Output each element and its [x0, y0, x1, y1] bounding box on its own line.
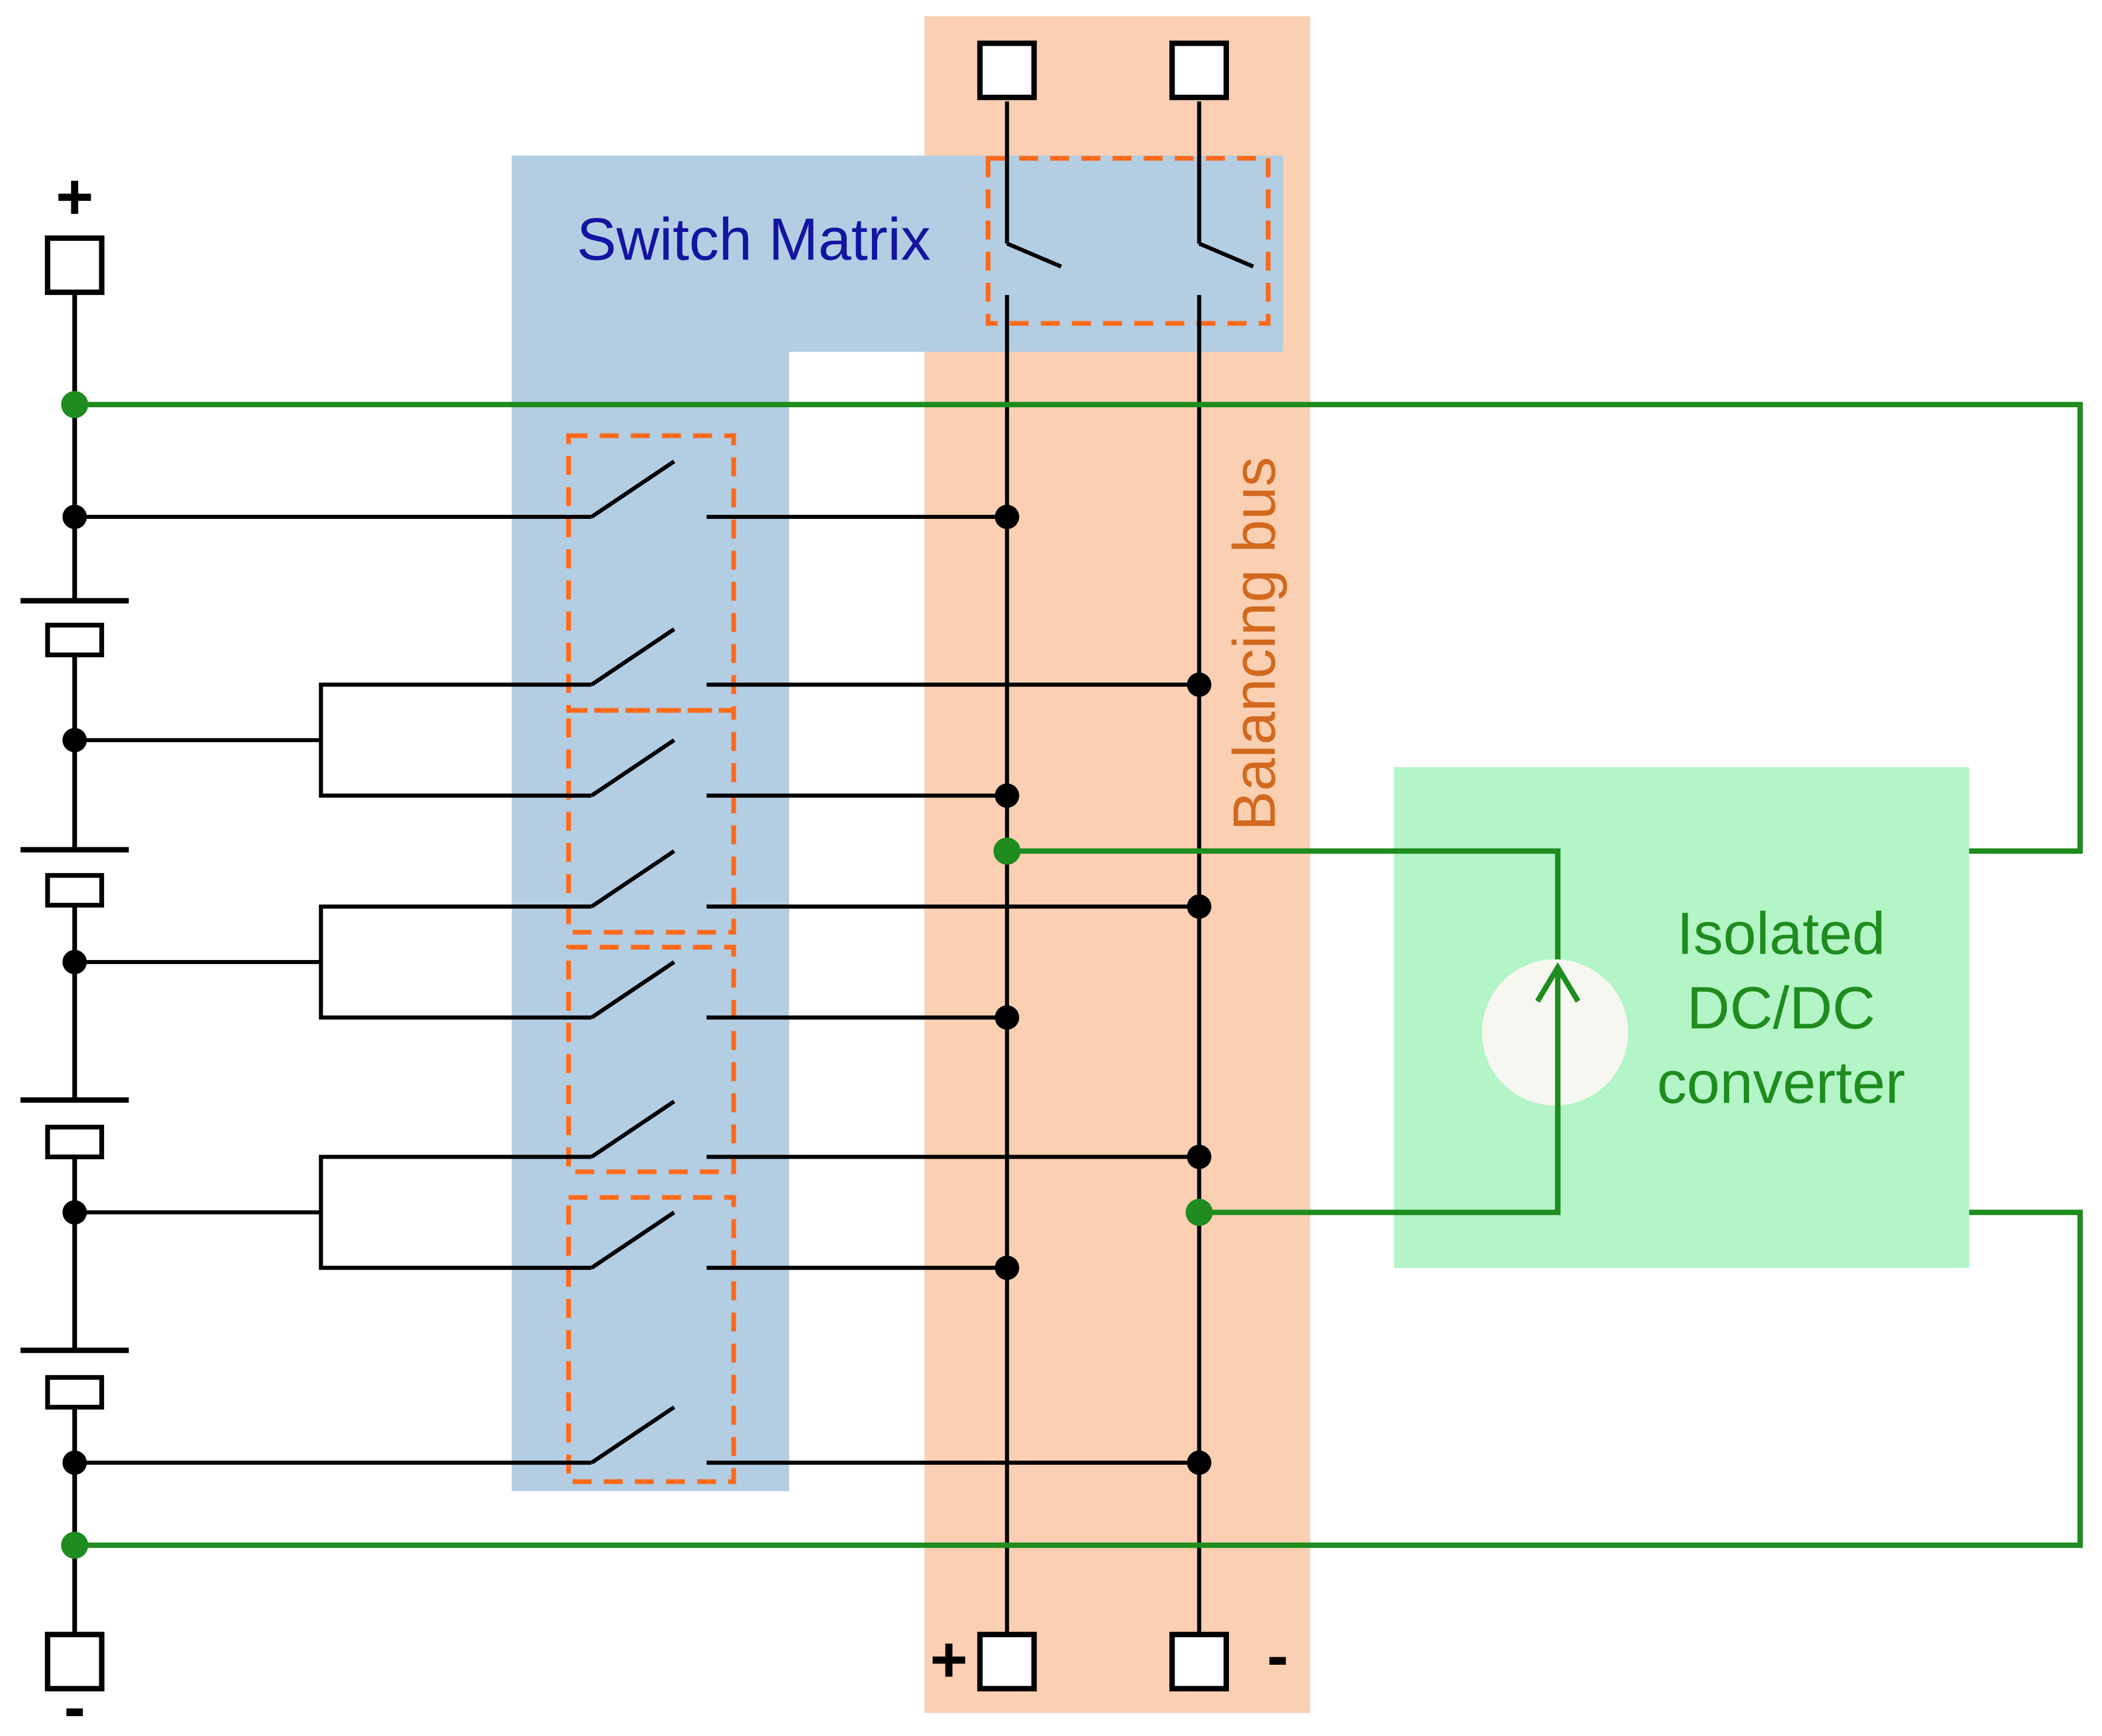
bus-bottom-terminal-positive	[977, 1631, 1037, 1692]
switch-7	[590, 1210, 676, 1270]
switch-4	[590, 849, 676, 909]
cell-tap-wires	[74, 515, 592, 1465]
battery-cell-1	[45, 622, 105, 657]
balancing-bus-label: Balancing bus	[1221, 457, 1288, 831]
pack-plus-label: +	[56, 160, 94, 233]
switch-group-3	[566, 944, 736, 1174]
pack-terminals	[44, 235, 105, 1692]
pack-negative-to-converter	[74, 1210, 2083, 1548]
bus-plus-label: +	[930, 1623, 968, 1696]
battery-cell-3	[45, 1124, 105, 1159]
converter-label-line1: Isolated	[1677, 900, 1885, 967]
converter-label-line3: converter	[1657, 1049, 1905, 1115]
current-source-icon	[1482, 959, 1629, 1212]
switch-5	[590, 960, 676, 1020]
bus-minus-label: -	[1267, 1619, 1289, 1692]
battery-stack	[20, 294, 129, 1635]
output-switch-group	[985, 155, 1271, 326]
switch-2	[590, 627, 676, 687]
switch-group-2	[566, 708, 736, 935]
switch-3	[590, 738, 676, 798]
bus-top-terminal-negative	[1169, 40, 1230, 101]
battery-cell-4	[45, 1375, 105, 1410]
power-junction-dots	[61, 391, 1213, 1559]
bus-positive-to-converter	[1007, 848, 1561, 968]
switch-matrix-label: Switch Matrix	[577, 206, 931, 273]
converter-label-line2: DC/DC	[1687, 975, 1876, 1041]
switch-group-4	[566, 1195, 736, 1484]
pack-negative-terminal	[44, 1631, 105, 1692]
bus-top-terminal-positive	[977, 40, 1037, 101]
battery-cell-2	[45, 873, 105, 908]
switch-8	[590, 1405, 676, 1465]
switch-1	[590, 459, 676, 519]
switch-matrix-region	[511, 155, 1283, 1491]
bus-terminals	[977, 40, 1230, 1692]
pack-positive-terminal	[44, 235, 105, 295]
bus-bottom-terminal-negative	[1169, 1631, 1230, 1692]
pack-minus-label: -	[64, 1670, 85, 1736]
junction-dots	[62, 504, 1211, 1475]
pack-positive-to-converter	[74, 401, 2083, 854]
dashed-switch-groups	[566, 155, 1271, 1484]
matrix-switches	[590, 459, 676, 1465]
switch-6	[590, 1100, 676, 1159]
switch-bus-wires	[707, 515, 1200, 1465]
converter-block	[1394, 767, 1969, 1268]
